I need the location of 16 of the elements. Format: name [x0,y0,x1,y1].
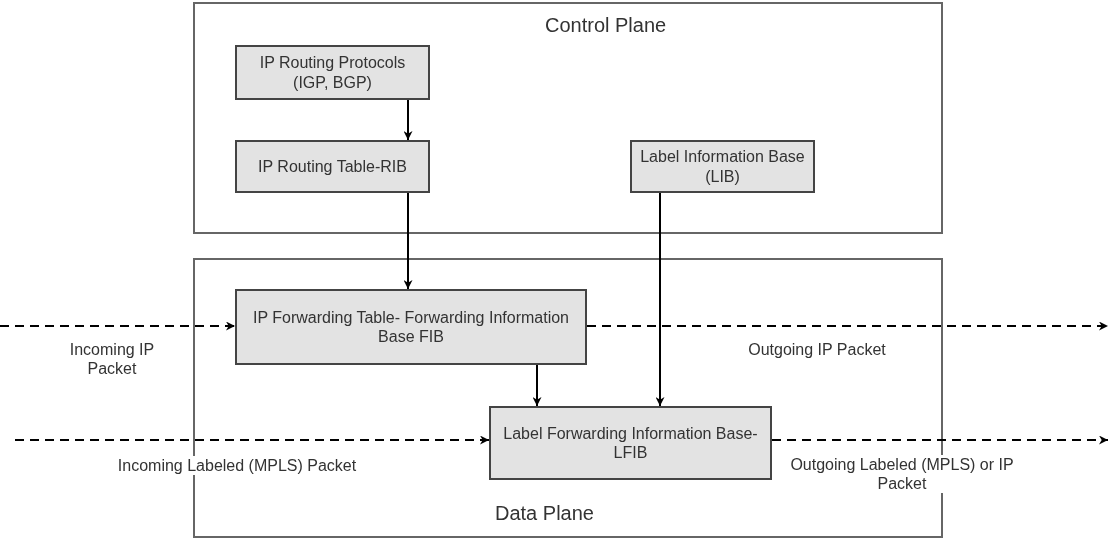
process-box: IP Forwarding Table- Forwarding Information Base FIB [235,289,587,365]
process-box: Label Information Base (LIB) [630,140,815,193]
process-box: IP Routing Table-RIB [235,140,430,193]
process-box: IP Routing Protocols (IGP, BGP) [235,45,430,100]
arrow [0,321,236,331]
plane-heading: Control Plane [545,14,667,37]
arrow [771,435,1109,445]
process-box: Label Forwarding Information Base-LFIB [489,406,772,480]
arrow [532,364,542,407]
arrow [586,321,1109,331]
plane-frame [193,2,943,234]
arrow [655,192,665,407]
plane-heading: Data Plane [495,502,594,525]
arrow [403,192,413,290]
arrow [403,99,413,141]
arrow [14,435,490,445]
